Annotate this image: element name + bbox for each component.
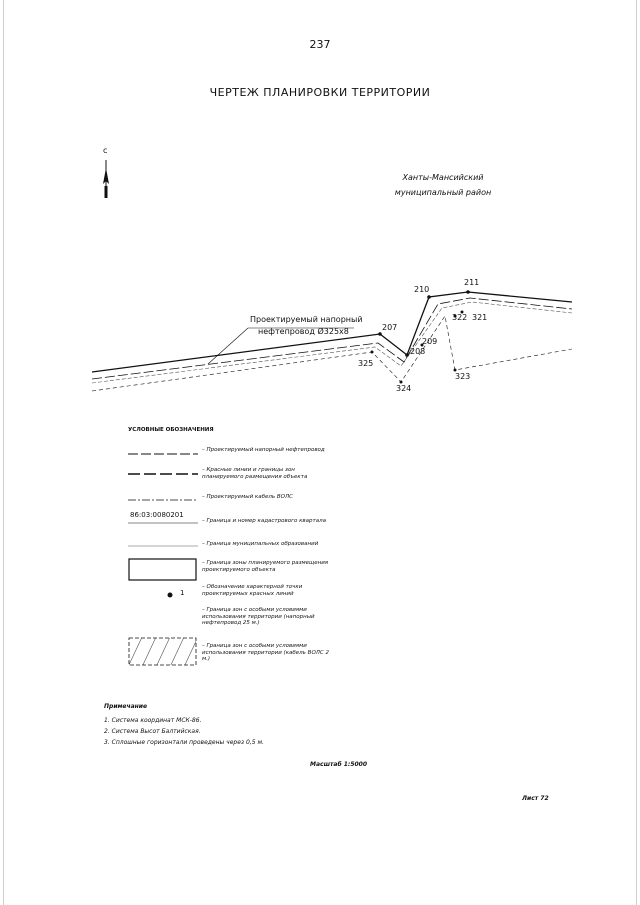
zone-symbol bbox=[128, 558, 197, 581]
point-209 bbox=[420, 343, 424, 347]
point-label-208: 208 bbox=[410, 347, 425, 356]
red-line-symbol bbox=[128, 473, 198, 475]
page-number: 237 bbox=[309, 38, 331, 51]
point-324 bbox=[399, 380, 403, 384]
scale-label: Масштаб 1:5000 bbox=[310, 761, 368, 768]
point-label-324: 324 bbox=[396, 384, 411, 393]
municipal-boundary-symbol bbox=[128, 545, 198, 547]
point-207 bbox=[378, 332, 382, 336]
legend-text: – Проектируемый напорный нефтепровод bbox=[202, 447, 325, 453]
cadastral-symbol bbox=[128, 522, 198, 524]
north-arrow-icon bbox=[103, 160, 109, 198]
pipeline-line bbox=[91, 297, 573, 380]
point-label-211: 211 bbox=[464, 278, 479, 287]
point-label-322: 322 bbox=[452, 313, 467, 322]
point-label-321: 321 bbox=[472, 313, 487, 322]
map-drawing: Проектируемый напорный нефтепровод Ø325х… bbox=[91, 278, 573, 393]
point-symbol bbox=[167, 592, 173, 598]
point-211 bbox=[466, 290, 470, 294]
page-edge-right bbox=[636, 0, 637, 905]
point-label-210: 210 bbox=[414, 285, 429, 294]
point-322 bbox=[453, 314, 457, 318]
legend-text: – Красные линии и границы зон планируемо… bbox=[202, 467, 308, 480]
legend-text: – Граница муниципальных образований bbox=[202, 541, 319, 547]
point-323 bbox=[453, 368, 457, 372]
cadastral-number: 86:03:0080201 bbox=[130, 511, 184, 519]
legend-title: УСЛОВНЫЕ ОБОЗНАЧЕНИЯ bbox=[128, 427, 214, 433]
zone-boundary-upper bbox=[91, 291, 573, 373]
cable-symbol bbox=[128, 499, 198, 501]
legend-text: – Граница зон с особыми условиями исполь… bbox=[202, 643, 329, 662]
point-label-325: 325 bbox=[358, 359, 373, 368]
point-label-207: 207 bbox=[382, 323, 397, 332]
point-label-323: 323 bbox=[455, 372, 470, 381]
note-item: 2. Система Высот Балтийская. bbox=[104, 728, 201, 735]
point-label-209: 209 bbox=[422, 337, 437, 346]
pipeline-label-leader bbox=[207, 327, 249, 365]
notes-title: Примечание bbox=[104, 703, 148, 710]
district-label: Ханты-Мансийский муниципальный район bbox=[388, 170, 498, 200]
legend-text: – Проектируемый кабель ВОЛС bbox=[202, 494, 293, 500]
page-title: ЧЕРТЕЖ ПЛАНИРОВКИ ТЕРРИТОРИИ bbox=[209, 86, 431, 99]
page-edge-left bbox=[3, 0, 4, 905]
legend-text: – Граница зоны планируемого размещения п… bbox=[202, 560, 329, 573]
legend-text: – Граница зон с особыми условиями исполь… bbox=[202, 607, 315, 626]
note-item: 1. Система координат МСК-86. bbox=[104, 717, 202, 724]
district-type: муниципальный район bbox=[394, 188, 492, 197]
note-item: 3. Сплошные горизонтали проведены через … bbox=[104, 739, 264, 746]
legend-text: – Граница и номер кадастрового квартала bbox=[202, 518, 326, 524]
district-name: Ханты-Мансийский bbox=[402, 173, 484, 182]
pipeline-label-line1: Проектируемый напорный bbox=[250, 315, 363, 324]
point-321 bbox=[460, 310, 464, 314]
sheet-label: Лист 72 bbox=[522, 795, 549, 802]
point-number: 1 bbox=[180, 589, 185, 597]
point-325 bbox=[370, 350, 374, 354]
north-letter: с bbox=[103, 146, 108, 155]
legend-text: – Обозначение характерной точки проектир… bbox=[202, 584, 303, 597]
pipeline-symbol bbox=[128, 453, 198, 455]
cable-line bbox=[91, 301, 573, 384]
point-208 bbox=[405, 353, 409, 357]
zone-boundary-lower bbox=[91, 315, 573, 392]
hatched-zone-symbol bbox=[128, 637, 197, 666]
pipeline-label-line2: нефтепровод Ø325х8 bbox=[258, 326, 349, 336]
point-210 bbox=[427, 295, 431, 299]
